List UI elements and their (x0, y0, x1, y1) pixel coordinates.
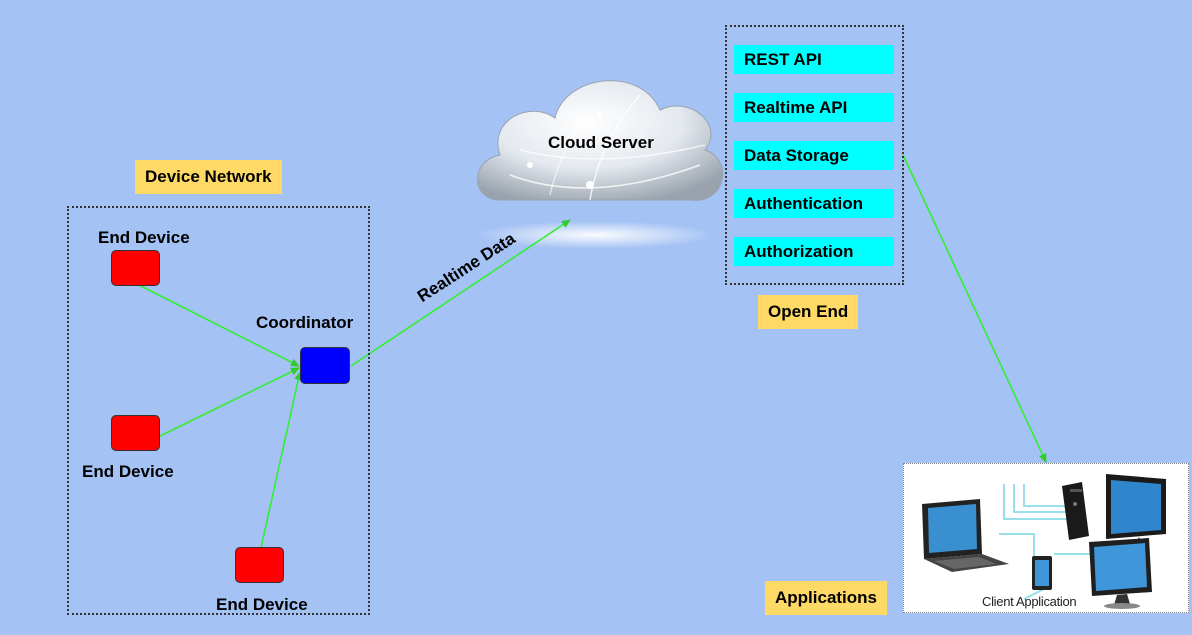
api-item-authentication[interactable]: Authentication (734, 189, 894, 218)
arrow-coordinator-to-cloud (350, 219, 571, 367)
device-network-title: Device Network (135, 160, 282, 194)
arrow-end-device-middle-to-coordinator (157, 367, 300, 438)
arrow-end-device-top-to-coordinator (134, 282, 300, 367)
cloud-server-label: Cloud Server (548, 133, 654, 152)
desktop-tower-icon (1062, 482, 1089, 540)
device-network-box (67, 206, 370, 615)
end-device-bottom-label: End Device (216, 595, 308, 614)
devices-illustration (922, 474, 1166, 609)
api-item-realtime[interactable]: Realtime API (734, 93, 894, 122)
api-item-rest[interactable]: REST API (734, 45, 894, 74)
client-application-image: Client Application (903, 463, 1189, 613)
api-item-authorization[interactable]: Authorization (734, 237, 894, 266)
arrow-open-end-to-applications (902, 154, 1047, 463)
coordinator-label: Coordinator (256, 313, 354, 332)
api-item-data-storage[interactable]: Data Storage (734, 141, 894, 170)
laptop-icon (922, 499, 1009, 572)
arrow-end-device-bottom-to-coordinator (260, 371, 303, 549)
client-application-caption: Client Application (982, 594, 1077, 609)
open-end-box (725, 25, 904, 285)
tablet-icon (1032, 556, 1052, 590)
end-device-bottom-node[interactable] (235, 547, 284, 583)
cloud-icon (477, 80, 724, 201)
applications-title: Applications (765, 581, 888, 615)
end-device-middle-node[interactable] (111, 415, 160, 451)
end-device-top-node[interactable] (111, 250, 160, 286)
cloud-shadow (475, 221, 715, 249)
end-device-top-label: End Device (98, 228, 190, 247)
coordinator-node[interactable] (300, 347, 350, 384)
end-device-middle-label: End Device (82, 462, 174, 481)
open-end-title: Open End (758, 295, 859, 329)
monitor-front-icon (1089, 538, 1152, 609)
